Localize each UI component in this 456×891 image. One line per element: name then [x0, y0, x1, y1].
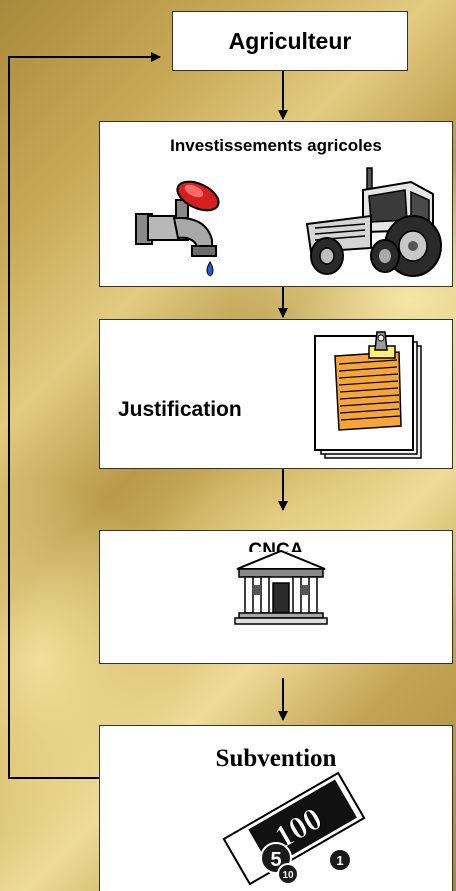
investissements-box: Investissements agricoles [99, 121, 453, 287]
svg-text:10: 10 [282, 870, 294, 881]
subvention-box: Subvention 100 5 10 1 [99, 725, 453, 891]
investissements-label: Investissements agricoles [170, 136, 382, 155]
svg-text:5: 5 [270, 849, 281, 871]
justification-box: Justification [99, 319, 453, 469]
subvention-label: Subvention [215, 745, 337, 772]
svg-text:1: 1 [336, 853, 343, 868]
cnca-box: CNCA [99, 530, 453, 664]
agriculteur-box: Agriculteur [172, 11, 408, 71]
bank-building-icon [234, 549, 328, 625]
cnca-label: CNCA [248, 541, 304, 552]
agriculteur-label: Agriculteur [228, 28, 352, 54]
coin-1: 1 [328, 848, 352, 872]
faucet-icon [135, 180, 220, 277]
feedback-loop-line [8, 52, 161, 779]
money-bills-coins-icon: 100 5 10 1 [222, 771, 366, 886]
coin-10: 10 [277, 863, 299, 885]
tractor-icon [305, 167, 442, 277]
justification-label: Justification [118, 398, 242, 421]
clipboard-notes-icon [314, 331, 422, 459]
